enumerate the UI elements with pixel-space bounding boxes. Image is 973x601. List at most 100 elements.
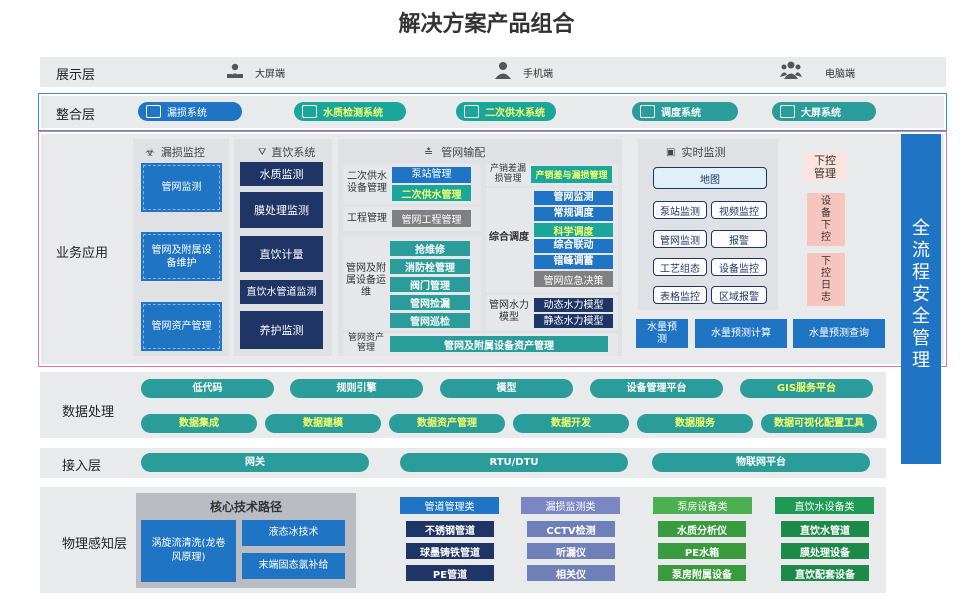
drink-item-maintain[interactable]: 养护监测 xyxy=(240,311,323,349)
data-item-gis-platform[interactable]: GIS服务平台 xyxy=(740,379,873,398)
integration-dispatch-system[interactable]: 调度系统 xyxy=(632,102,738,121)
leak-item-asset[interactable]: 管网资产管理 xyxy=(141,302,222,351)
leak-item-pipe-monitor[interactable]: 管网监测 xyxy=(141,163,222,212)
realtime-item-table[interactable]: 表格监控 xyxy=(653,286,707,304)
monitor-icon: ▣ xyxy=(666,146,676,158)
drink-item-pipe[interactable]: 直饮水管道监测 xyxy=(240,280,323,304)
forecast-label[interactable]: 水量预测 xyxy=(636,319,688,348)
control-item-device[interactable]: 设备下控 xyxy=(807,193,845,246)
realtime-item-alarm[interactable]: 报警 xyxy=(711,230,767,248)
asset-label: 管网资产管理 xyxy=(347,333,384,353)
group-pipe-item-pe[interactable]: PE管道 xyxy=(406,565,494,581)
dispatch-item-regular[interactable]: 常规调度 xyxy=(534,207,613,221)
data-item-device-platform[interactable]: 设备管理平台 xyxy=(590,379,723,398)
group-pump-header: 泵房设备类 xyxy=(653,497,752,514)
pipe-header: ≛管网输配 xyxy=(424,145,486,160)
facility-item-leak-detect[interactable]: 管网捡漏 xyxy=(390,295,470,310)
realtime-panel xyxy=(638,139,778,310)
physical-layer-label: 物理感知层 xyxy=(62,537,128,552)
project-label: 工程管理 xyxy=(347,213,387,224)
data-item-visual-tool[interactable]: 数据可视化配置工具 xyxy=(761,414,877,433)
realtime-item-pump[interactable]: 泵站监测 xyxy=(653,201,707,219)
integration-leak-label: 漏损系统 xyxy=(167,108,207,119)
screen-icon xyxy=(780,105,795,118)
access-item-rtu[interactable]: RTU/DTU xyxy=(400,453,628,472)
realtime-item-video[interactable]: 视频监控 xyxy=(711,201,767,219)
realtime-item-device[interactable]: 设备监控 xyxy=(711,258,767,276)
drink-item-membrane[interactable]: 膜处理监测 xyxy=(240,192,323,228)
data-layer-label: 数据处理 xyxy=(62,405,115,420)
access-item-gateway[interactable]: 网关 xyxy=(141,453,369,472)
data-item-asset[interactable]: 数据资产管理 xyxy=(389,414,505,433)
realtime-item-pipe[interactable]: 管网监测 xyxy=(653,230,707,248)
facility-item-valve[interactable]: 阀门管理 xyxy=(390,277,470,292)
leak-item-facility-maintain[interactable]: 管网及附属设备维护 xyxy=(141,232,222,281)
group-pump-item-analyzer[interactable]: 水质分析仪 xyxy=(658,521,746,537)
group-drink-header: 直饮水设备类 xyxy=(775,497,874,514)
integration-secondary-supply-system[interactable]: 二次供水系统 xyxy=(456,102,556,121)
app-icon xyxy=(464,105,479,118)
group-leak-header: 漏损监测类 xyxy=(521,497,620,514)
group-pump-item-equipment[interactable]: 泵房附属设备 xyxy=(658,565,746,581)
group-drink-item-pipe[interactable]: 直饮水管道 xyxy=(781,521,869,537)
access-item-iot[interactable]: 物联网平台 xyxy=(652,453,870,472)
facility-item-hydrant[interactable]: 消防栓管理 xyxy=(390,259,470,274)
data-item-model[interactable]: 模型 xyxy=(440,379,573,398)
project-item[interactable]: 管网工程管理 xyxy=(392,210,471,227)
data-item-dev[interactable]: 数据开发 xyxy=(513,414,629,433)
hydraulic-item-dynamic[interactable]: 动态水力模型 xyxy=(534,298,613,312)
realtime-item-process[interactable]: 工艺组态 xyxy=(653,258,707,276)
display-item-big-screen: 大屏端 xyxy=(255,69,285,80)
production-item[interactable]: 产销差与漏损管理 xyxy=(531,166,612,183)
data-item-modeling[interactable]: 数据建模 xyxy=(265,414,381,433)
integration-layer-frame xyxy=(38,93,947,131)
asset-item[interactable]: 管网及附属设备资产管理 xyxy=(390,336,608,352)
group-leak-item-correlator[interactable]: 相关仪 xyxy=(527,565,615,581)
data-item-integration[interactable]: 数据集成 xyxy=(141,414,257,433)
group-leak-item-cctv[interactable]: CCTV检测 xyxy=(527,521,615,537)
group-leak-item-listener[interactable]: 听漏仪 xyxy=(527,543,615,559)
data-item-lowcode[interactable]: 低代码 xyxy=(141,379,274,398)
realtime-item-area-alarm[interactable]: 区域报警 xyxy=(711,286,767,304)
leak-header: ☣漏损监控 xyxy=(145,145,205,160)
dispatch-item-science[interactable]: 科学调度 xyxy=(534,223,613,238)
display-layer xyxy=(40,57,946,87)
group-drink-item-membrane[interactable]: 膜处理设备 xyxy=(781,543,869,559)
integration-leak-system[interactable]: 漏损系统 xyxy=(138,102,242,121)
integration-dispatch-label: 调度系统 xyxy=(661,108,701,119)
drink-item-quality[interactable]: 水质监测 xyxy=(240,162,323,186)
forecast-item-query[interactable]: 水量预测查询 xyxy=(793,319,885,348)
access-layer-label: 接入层 xyxy=(62,459,102,474)
core-tech-vortex[interactable]: 涡旋流清洗(龙卷风原理) xyxy=(141,520,236,582)
core-tech-chlorine[interactable]: 末端固态氯补给 xyxy=(242,553,345,579)
app-icon xyxy=(640,105,655,118)
group-pipe-header: 管道管理类 xyxy=(400,497,499,514)
production-label: 产销差漏损管理 xyxy=(489,164,526,184)
app-icon xyxy=(302,105,317,118)
realtime-map[interactable]: 地图 xyxy=(653,167,767,189)
group-pipe-item-iron[interactable]: 球墨铸铁管道 xyxy=(406,543,494,559)
data-item-rule-engine[interactable]: 规则引擎 xyxy=(290,379,423,398)
business-layer-frame xyxy=(38,131,947,367)
hydraulic-item-static[interactable]: 静态水力模型 xyxy=(534,314,613,328)
core-tech-ice[interactable]: 液态冰技术 xyxy=(242,520,345,546)
secondary-item-supply[interactable]: 二次供水管理 xyxy=(392,185,471,201)
mobile-user-icon xyxy=(495,62,511,79)
group-drink-item-support[interactable]: 直饮配套设备 xyxy=(781,565,869,581)
dispatch-item-emergency[interactable]: 管网应急决策 xyxy=(534,271,613,287)
integration-water-quality-system[interactable]: 水质检测系统 xyxy=(294,102,406,121)
forecast-item-calc[interactable]: 水量预测计算 xyxy=(695,319,787,348)
integration-big-screen-system[interactable]: 大屏系统 xyxy=(772,102,876,121)
secondary-item-pump[interactable]: 泵站管理 xyxy=(392,167,471,183)
dispatch-item-linkage[interactable]: 综合联动 xyxy=(534,239,613,253)
group-pipe-item-steel[interactable]: 不锈钢管道 xyxy=(406,521,494,537)
realtime-header: ▣实时监测 xyxy=(666,146,726,159)
dispatch-item-peak[interactable]: 错峰调蓄 xyxy=(534,255,613,269)
drink-item-metering[interactable]: 直饮计量 xyxy=(240,236,323,272)
dispatch-item-monitor[interactable]: 管网监测 xyxy=(534,191,613,205)
data-item-service[interactable]: 数据服务 xyxy=(637,414,753,433)
group-pump-item-tank[interactable]: PE水箱 xyxy=(658,543,746,559)
control-item-log[interactable]: 下控日志 xyxy=(807,253,845,306)
facility-item-patrol[interactable]: 管网巡检 xyxy=(390,313,470,328)
facility-item-repair[interactable]: 抢维修 xyxy=(390,241,470,256)
